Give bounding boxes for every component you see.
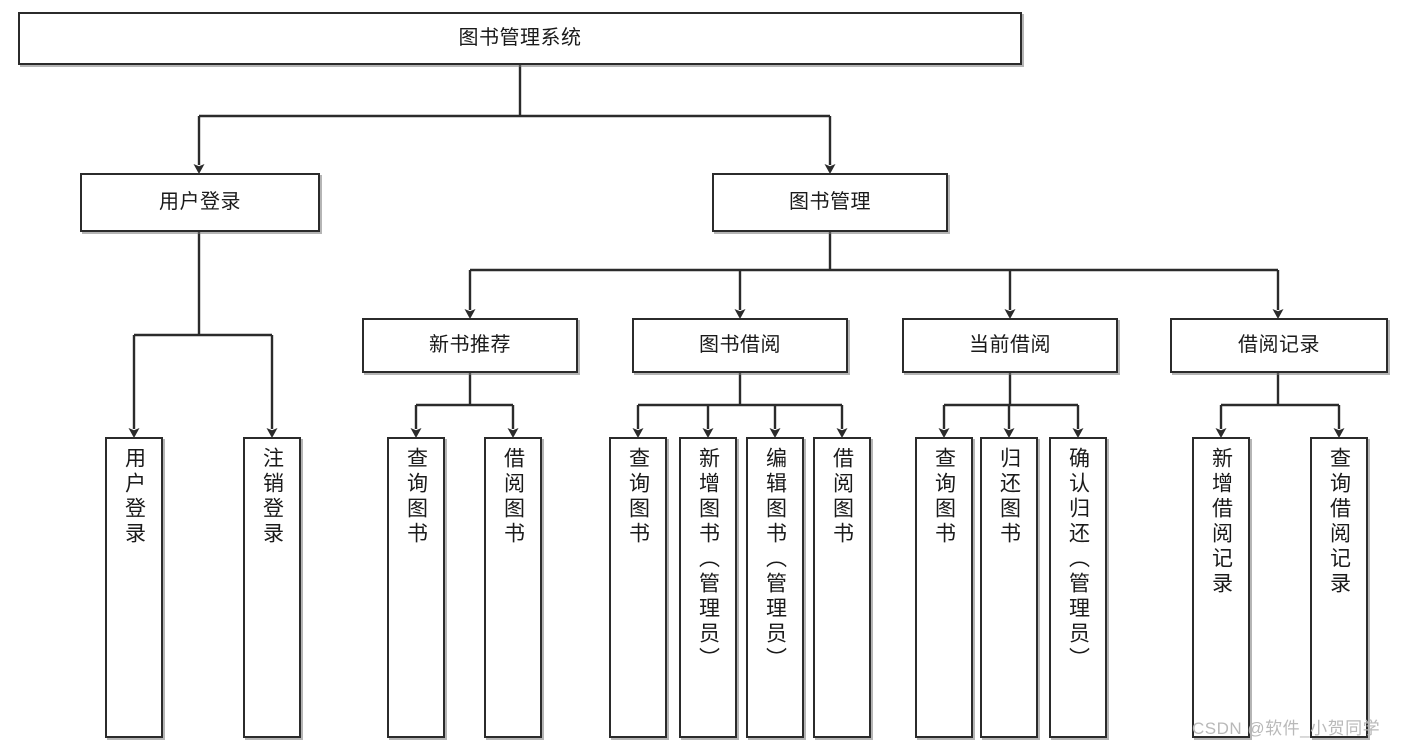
node-label: 注销登录 xyxy=(260,447,284,547)
node-label: 查询图书 xyxy=(626,447,650,547)
node-label: 用户登录 xyxy=(122,447,146,547)
node-borrow-record[interactable]: 借阅记录 xyxy=(1170,318,1388,373)
node-label: 查询借阅记录 xyxy=(1327,447,1351,597)
node-label: 借阅记录 xyxy=(1238,334,1320,356)
node-label: 借阅图书 xyxy=(501,447,525,547)
node-book-borrow[interactable]: 图书借阅 xyxy=(632,318,848,373)
leaf-current-borrow-confirm-return-admin[interactable]: 确认归还（管理员） xyxy=(1049,437,1107,738)
node-label: 查询图书 xyxy=(932,447,956,547)
node-label: 当前借阅 xyxy=(969,334,1051,356)
node-label: 图书管理系统 xyxy=(458,27,582,49)
node-label: 新增借阅记录 xyxy=(1209,447,1233,597)
node-label: 新书推荐 xyxy=(429,334,511,356)
leaf-new-book-borrow[interactable]: 借阅图书 xyxy=(484,437,542,738)
node-root-book-management-system[interactable]: 图书管理系统 xyxy=(18,12,1022,65)
leaf-book-borrow-add-admin[interactable]: 新增图书（管理员） xyxy=(679,437,737,738)
node-book-management[interactable]: 图书管理 xyxy=(712,173,948,232)
leaf-book-borrow-edit-admin[interactable]: 编辑图书（管理员） xyxy=(746,437,804,738)
leaf-book-borrow-borrow[interactable]: 借阅图书 xyxy=(813,437,871,738)
leaf-borrow-record-add[interactable]: 新增借阅记录 xyxy=(1192,437,1250,738)
node-label: 图书借阅 xyxy=(699,334,781,356)
node-label: 用户登录 xyxy=(159,191,241,213)
leaf-new-book-query[interactable]: 查询图书 xyxy=(387,437,445,738)
leaf-user-login-logout[interactable]: 注销登录 xyxy=(243,437,301,738)
csdn-watermark: CSDN @软件_小贺同学 xyxy=(1192,719,1381,738)
node-label: 编辑图书（管理员） xyxy=(763,447,787,672)
leaf-book-borrow-query[interactable]: 查询图书 xyxy=(609,437,667,738)
node-label: 图书管理 xyxy=(789,191,871,213)
node-label: 查询图书 xyxy=(404,447,428,547)
leaf-user-login-login[interactable]: 用户登录 xyxy=(105,437,163,738)
node-label: 归还图书 xyxy=(997,447,1021,547)
node-user-login[interactable]: 用户登录 xyxy=(80,173,320,232)
node-label: 新增图书（管理员） xyxy=(696,447,720,672)
leaf-current-borrow-return[interactable]: 归还图书 xyxy=(980,437,1038,738)
node-new-book-recommend[interactable]: 新书推荐 xyxy=(362,318,578,373)
leaf-borrow-record-query[interactable]: 查询借阅记录 xyxy=(1310,437,1368,738)
node-current-borrow[interactable]: 当前借阅 xyxy=(902,318,1118,373)
node-label: 借阅图书 xyxy=(830,447,854,547)
node-label: 确认归还（管理员） xyxy=(1066,447,1090,672)
leaf-current-borrow-query[interactable]: 查询图书 xyxy=(915,437,973,738)
